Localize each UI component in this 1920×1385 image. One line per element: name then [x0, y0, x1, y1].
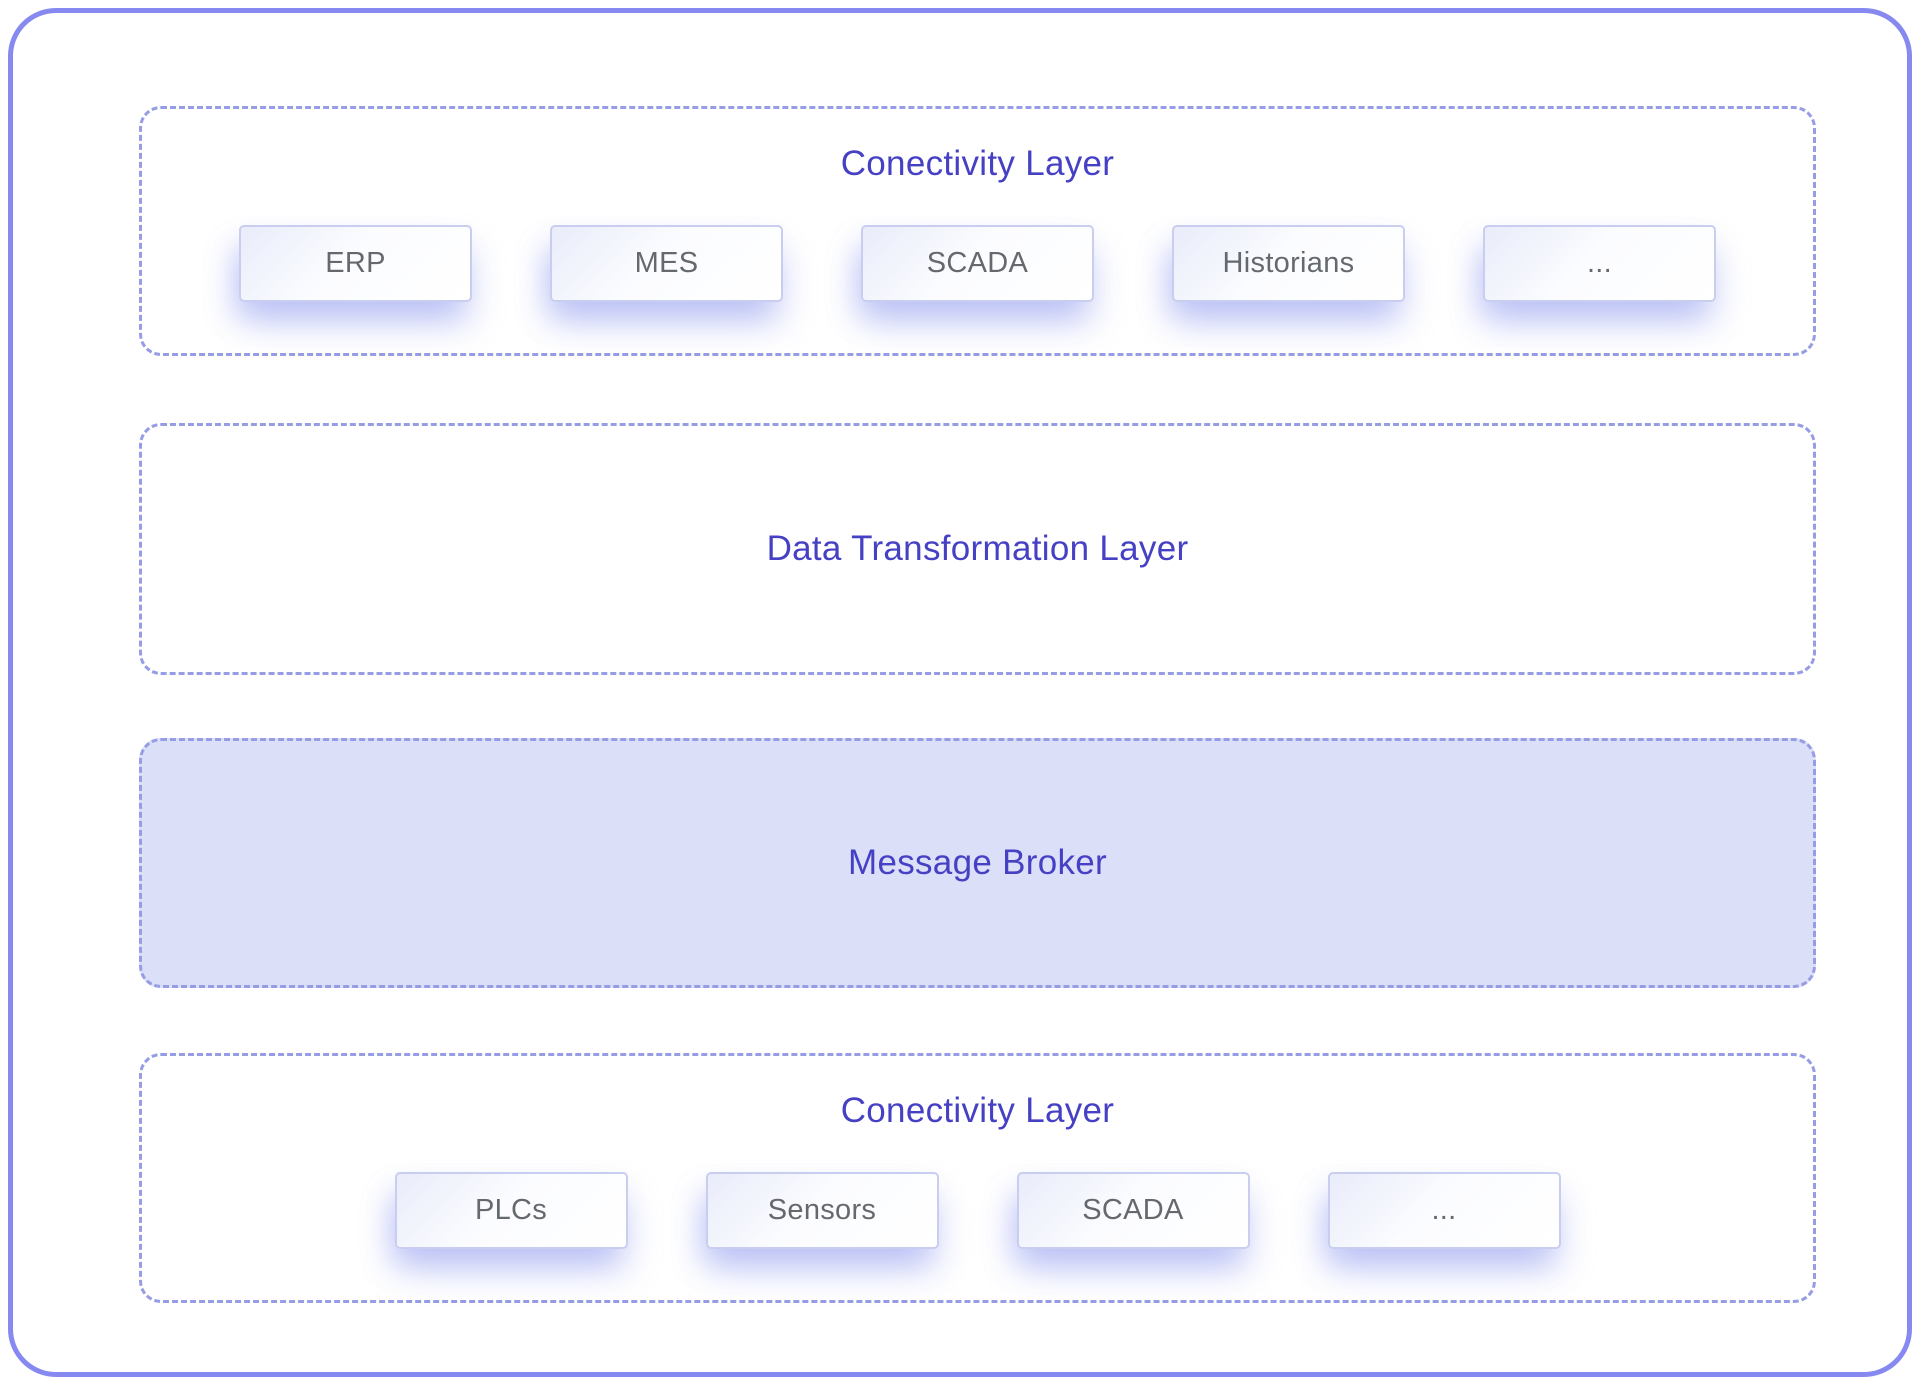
node-ellipsis-top: ... [1483, 225, 1716, 302]
node-plcs: PLCs [394, 1172, 628, 1249]
layer-message-broker: Message Broker [139, 738, 1816, 988]
layer-title: Conectivity Layer [840, 1091, 1115, 1130]
node-mes: MES [550, 225, 783, 302]
node-scada-top: SCADA [861, 225, 1094, 302]
layer-connectivity-bottom: Conectivity Layer PLCs Sensors SCADA ... [139, 1053, 1816, 1303]
node-historians: Historians [1172, 225, 1405, 302]
node-erp: ERP [239, 225, 472, 302]
connectivity-top-nodes: ERP MES SCADA Historians ... [239, 225, 1716, 302]
layer-title: Data Transformation Layer [766, 529, 1189, 568]
layer-title: Message Broker [847, 843, 1108, 882]
outer-frame: Conectivity Layer ERP MES SCADA Historia… [8, 8, 1912, 1377]
node-sensors: Sensors [705, 1172, 939, 1249]
layer-connectivity-top: Conectivity Layer ERP MES SCADA Historia… [139, 106, 1816, 356]
layer-data-transformation: Data Transformation Layer [139, 423, 1816, 675]
connectivity-bottom-nodes: PLCs Sensors SCADA ... [394, 1172, 1561, 1249]
node-ellipsis-bottom: ... [1327, 1172, 1561, 1249]
layer-title: Conectivity Layer [840, 144, 1115, 183]
node-scada-bottom: SCADA [1016, 1172, 1250, 1249]
